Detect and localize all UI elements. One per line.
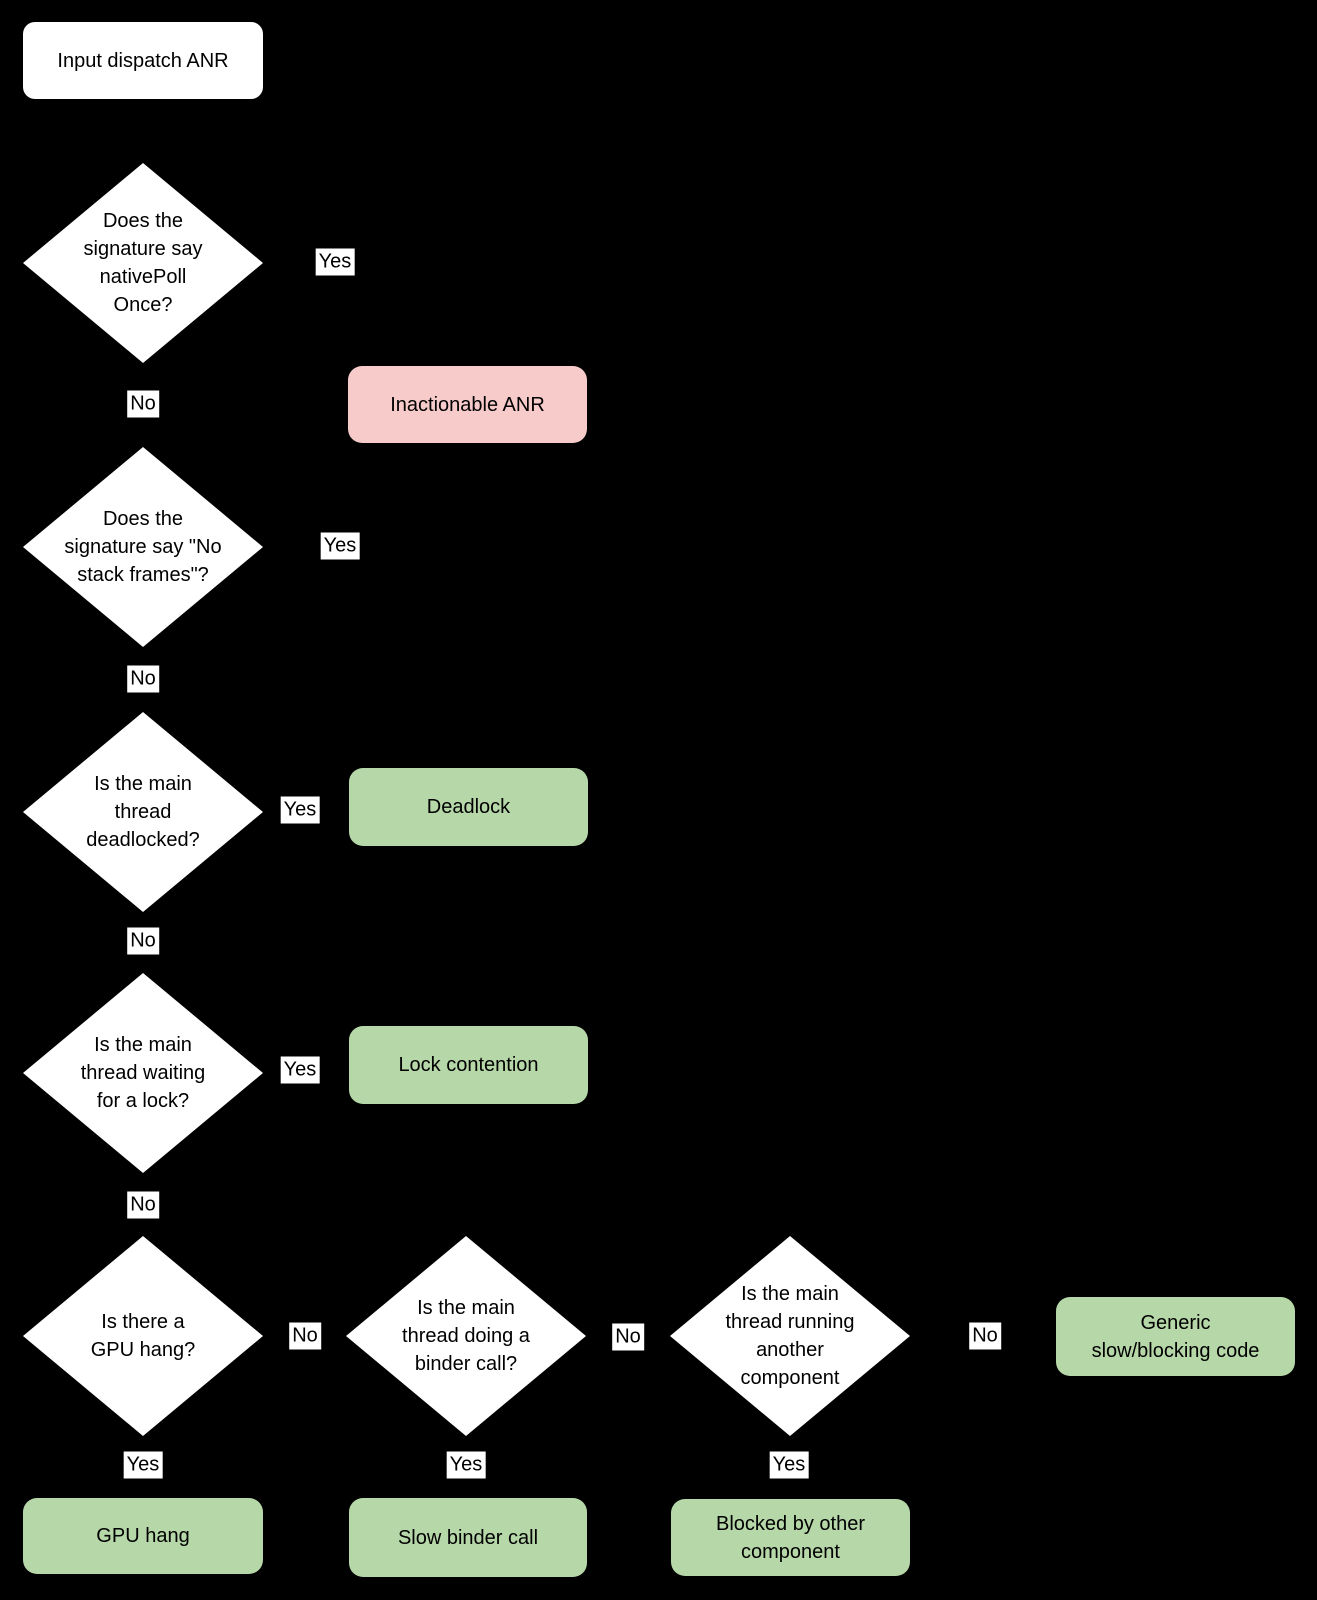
outcome-deadlock: Deadlock bbox=[349, 768, 588, 846]
outcome-lock-contention: Lock contention bbox=[349, 1026, 588, 1104]
edge-label-yes-binder-call: Yes bbox=[446, 1451, 486, 1479]
edge-label-no-deadlocked: No bbox=[127, 927, 159, 955]
edge-label-yes-waiting-lock: Yes bbox=[280, 1056, 320, 1084]
edge-label-yes-deadlocked: Yes bbox=[280, 796, 320, 824]
edge-label-no-gpu-hang: No bbox=[289, 1322, 321, 1350]
decision-nativepoll-once: Does the signature say nativePoll Once? bbox=[23, 163, 263, 363]
start-node: Input dispatch ANR bbox=[23, 22, 263, 99]
edge-label-no-waiting-lock: No bbox=[127, 1191, 159, 1219]
outcome-blocked-by-other-component: Blocked by other component bbox=[671, 1499, 910, 1576]
edge-label-yes-nativepoll: Yes bbox=[315, 248, 355, 276]
edge-label-no-no-stack-frames: No bbox=[127, 665, 159, 693]
outcome-inactionable-anr: Inactionable ANR bbox=[348, 366, 587, 443]
edge-label-no-another-component: No bbox=[969, 1322, 1001, 1350]
edge-label-no-nativepoll: No bbox=[127, 390, 159, 418]
edge-label-yes-gpu-hang: Yes bbox=[123, 1451, 163, 1479]
outcome-slow-binder-call: Slow binder call bbox=[349, 1498, 587, 1577]
edge-label-yes-no-stack-frames: Yes bbox=[320, 532, 360, 560]
outcome-gpu-hang: GPU hang bbox=[23, 1498, 263, 1574]
edge-label-no-binder-call: No bbox=[612, 1323, 644, 1351]
outcome-generic-slow-blocking-code: Generic slow/blocking code bbox=[1056, 1297, 1295, 1376]
edge-label-yes-another-component: Yes bbox=[769, 1451, 809, 1479]
